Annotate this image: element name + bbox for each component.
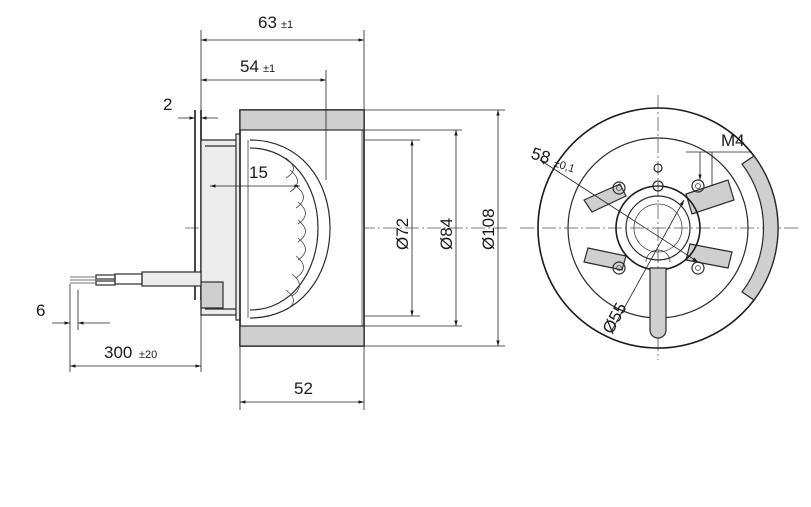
- dim-flange-value: 2: [163, 95, 172, 114]
- spoke-left-top: [583, 183, 627, 213]
- outer-ring-shade: [741, 155, 779, 301]
- dim-bolt-tolerance: ±0,1: [552, 157, 576, 175]
- dim-thread-value: M4: [721, 131, 745, 150]
- wire-1: [95, 274, 116, 280]
- side-view: 63 ±1 54 ±1 2 15 52 6 300 ±20 Ø72: [36, 13, 510, 410]
- dim-step-value: 15: [249, 163, 268, 182]
- dim-cable-tolerance: ±20: [139, 349, 157, 361]
- spoke-left-bottom: [583, 247, 627, 271]
- dim-cable-value: 300: [104, 343, 132, 362]
- motor-body-edges: [205, 145, 236, 310]
- screw-hole-4: [691, 261, 705, 275]
- dim-overall-value: 63: [258, 13, 277, 32]
- dim-line-hub: [611, 199, 685, 331]
- dim-d72-value: Ø72: [393, 218, 412, 250]
- dim-bolt-value: 58: [529, 144, 553, 168]
- screw-hole-3: [612, 261, 626, 275]
- front-view: 58 ±0,1 Ø55 M4: [520, 95, 800, 360]
- cable-exit: [649, 267, 667, 339]
- cable-sheath: [141, 271, 202, 287]
- cable: [70, 271, 202, 287]
- drum-top-band: [239, 109, 365, 131]
- dim-d108-value: Ø108: [479, 208, 498, 250]
- wire-2: [95, 280, 116, 286]
- dim-housing-tolerance: ±1: [263, 63, 275, 75]
- dim-width-value: 52: [294, 379, 313, 398]
- dim-strip-value: 6: [36, 301, 45, 320]
- spoke-right-top: [685, 179, 735, 215]
- cable-gland: [200, 281, 224, 309]
- motor-dome-inner: [249, 147, 319, 311]
- dim-line-bolt-circle: [539, 159, 699, 263]
- drum-bottom-band: [239, 325, 365, 347]
- dim-d84-value: Ø84: [437, 218, 456, 250]
- impeller-drum: [239, 109, 365, 347]
- dim-housing-value: 54: [240, 57, 259, 76]
- cable-sleeve: [114, 273, 143, 285]
- cooling-fins: [285, 157, 306, 311]
- dim-overall-tolerance: ±1: [281, 19, 293, 31]
